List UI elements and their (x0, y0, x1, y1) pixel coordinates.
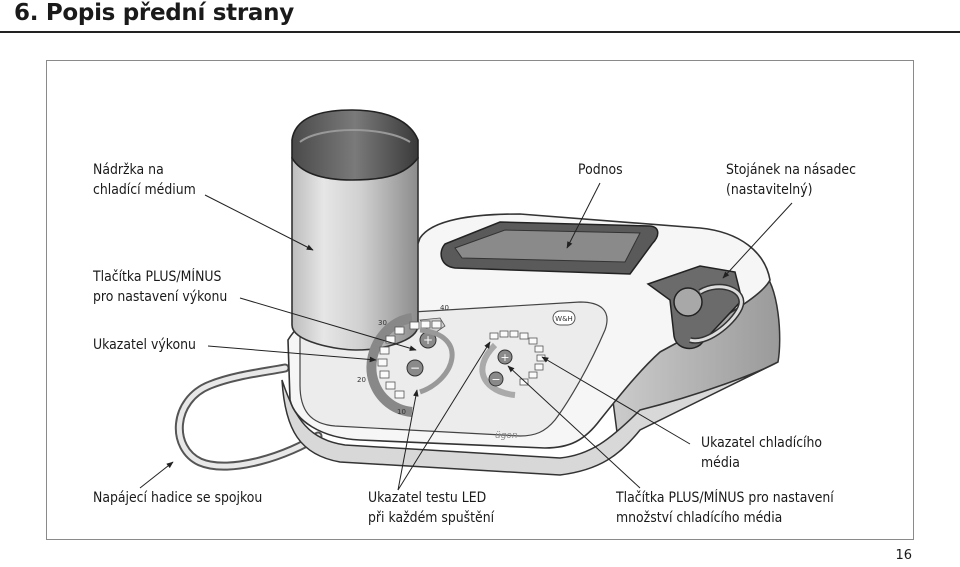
coolant-gauge: + − (479, 330, 546, 398)
coolant-minus-button (488, 371, 504, 387)
label-coolant-buttons: Tlačítka PLUS/MÍNUS pro nastavení množst… (616, 490, 834, 526)
label-holder: Stojánek na násadec (nastavitelný) (726, 162, 856, 198)
svg-text:W&H: W&H (555, 315, 573, 323)
svg-text:+: + (423, 333, 433, 347)
tick-20: 20 (357, 376, 366, 384)
wh-logo (552, 310, 576, 326)
title-rule (0, 31, 960, 33)
label-power-buttons: Tlačítka PLUS/MÍNUS pro nastavení výkonu (93, 269, 228, 305)
label-supply-hose: Napájecí hadice se spojkou (93, 490, 263, 506)
leader-hose (139, 461, 174, 489)
tank-cap (291, 109, 419, 181)
leader-coolant-buttons (507, 365, 641, 489)
svg-text:+: + (500, 351, 509, 364)
leader-led-b (397, 341, 491, 491)
leader-tray (566, 182, 601, 249)
label-led-test: Ukazatel testu LED při každém spuštění (368, 490, 495, 526)
power-minus-button (406, 359, 424, 377)
page-number: 16 (895, 548, 912, 563)
tick-30: 30 (378, 319, 387, 327)
brand-mark: ügon (495, 431, 518, 441)
tick-10: 10 (397, 408, 406, 416)
svg-text:−: − (410, 361, 420, 375)
label-power-indicator: Ukazatel výkonu (93, 337, 196, 353)
leader-coolant-indicator (541, 356, 691, 445)
leader-holder (722, 202, 793, 279)
device-base (281, 361, 779, 476)
coolant-plus-button (497, 349, 513, 365)
leader-led-a (397, 389, 419, 491)
figure-frame (46, 60, 914, 540)
coolant-tank (291, 157, 419, 351)
page-title: 6. Popis přední strany (14, 0, 294, 26)
power-gauge: + − (366, 313, 455, 417)
leader-power-indicator (207, 345, 377, 363)
leader-tank (204, 194, 314, 251)
label-coolant-indicator: Ukazatel chladícího média (701, 435, 823, 471)
tick-40: 40 (440, 304, 449, 312)
label-tray: Podnos (578, 162, 623, 178)
leader-power-buttons (239, 297, 417, 351)
label-tank: Nádržka na chladící médium (93, 162, 196, 198)
svg-text:−: − (491, 373, 500, 386)
